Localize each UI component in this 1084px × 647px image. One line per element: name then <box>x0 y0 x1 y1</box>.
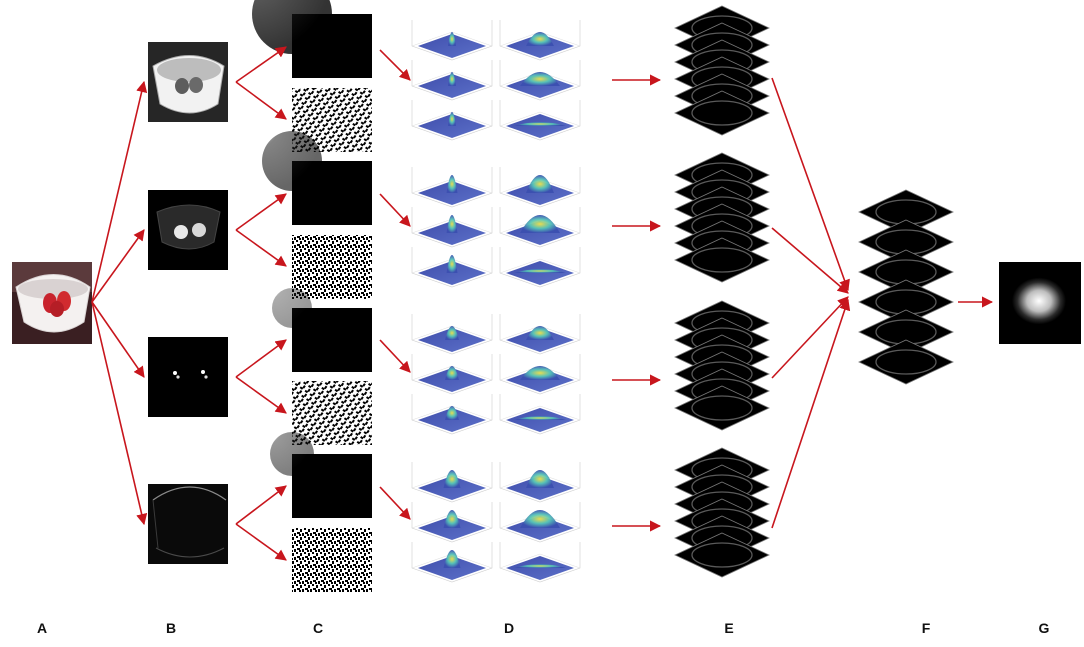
surface-plot <box>411 314 493 355</box>
arrow-e2-to-f <box>771 227 849 294</box>
surface-plot <box>499 542 581 583</box>
spectrum-panel-4a <box>270 432 372 518</box>
arrow-e3-to-f <box>771 296 849 379</box>
feature-stack <box>674 300 770 431</box>
decomposition-image-2 <box>148 190 228 270</box>
surface-plot <box>499 247 581 288</box>
surface-plot <box>411 502 493 543</box>
arrow-b2-to-c2b <box>235 229 287 267</box>
arrow-a-to-b1 <box>91 80 148 303</box>
surface-plot <box>411 207 493 248</box>
surface-plot <box>411 247 493 288</box>
surface-plot <box>411 394 493 435</box>
arrow-a-to-b3 <box>91 301 145 378</box>
spectrum-panel-1a <box>252 0 372 78</box>
surface-plot <box>499 502 581 543</box>
column-label-g: G <box>1039 620 1050 636</box>
arrow-b3-to-c3b <box>235 376 287 414</box>
surface-plot <box>411 542 493 583</box>
surface-plot <box>499 394 581 435</box>
arrow-b4-to-c4b <box>235 523 287 561</box>
surface-plot <box>499 167 581 208</box>
phase-panel-3b <box>292 381 372 445</box>
arrow-c1-to-d1 <box>379 49 411 81</box>
spectrum-panel-2a <box>262 131 372 225</box>
feature-stack <box>674 447 770 578</box>
arrow-b1-to-c1b <box>235 81 287 120</box>
column-label-a: A <box>37 620 47 636</box>
spectrum-panel-3a <box>272 288 372 372</box>
output-saliency-map <box>999 262 1081 344</box>
phase-panel-4b <box>292 528 372 592</box>
arrow-b2-to-c2a <box>235 193 287 231</box>
surface-plot <box>499 314 581 355</box>
phase-panel-2b <box>292 235 372 299</box>
merged-slice <box>858 339 954 385</box>
surface-plot <box>411 100 493 141</box>
decomposition-image-4 <box>148 484 228 564</box>
input-image-bowl <box>12 262 92 344</box>
arrow-b1-to-c1a <box>235 46 287 83</box>
column-label-f: F <box>922 620 931 636</box>
arrow-c2-to-d2 <box>379 193 411 227</box>
surface-plot-grid <box>411 20 581 583</box>
surface-plot <box>411 354 493 395</box>
flow-arrows <box>91 46 994 561</box>
surface-plot <box>411 462 493 503</box>
arrow-e4-to-f <box>771 298 851 529</box>
arrow-a-to-b2 <box>91 229 145 303</box>
arrow-c3-to-d3 <box>379 339 411 373</box>
surface-plot <box>499 60 581 101</box>
merged-feature-stack <box>858 189 954 385</box>
arrow-b4-to-c4a <box>235 485 287 525</box>
surface-plot <box>499 207 581 248</box>
decomposition-image-3 <box>148 337 228 417</box>
surface-plot <box>499 100 581 141</box>
surface-plot <box>499 354 581 395</box>
column-labels: A B C D E F G <box>37 620 1050 636</box>
column-label-d: D <box>504 620 514 636</box>
surface-plot <box>411 167 493 208</box>
surface-plot <box>411 60 493 101</box>
surface-plot <box>499 462 581 503</box>
column-label-c: C <box>313 620 323 636</box>
surface-plot <box>499 20 581 61</box>
arrow-a-to-b4 <box>91 301 148 526</box>
feature-stack <box>674 152 770 283</box>
surface-plot <box>411 20 493 61</box>
arrow-c4-to-d4 <box>379 486 411 520</box>
decomposition-image-1 <box>148 42 228 122</box>
feature-stacks <box>674 5 770 578</box>
feature-stack <box>674 5 770 136</box>
column-label-e: E <box>724 620 733 636</box>
arrow-b3-to-c3a <box>235 339 287 378</box>
arrow-e1-to-f <box>771 77 850 292</box>
column-label-b: B <box>166 620 176 636</box>
